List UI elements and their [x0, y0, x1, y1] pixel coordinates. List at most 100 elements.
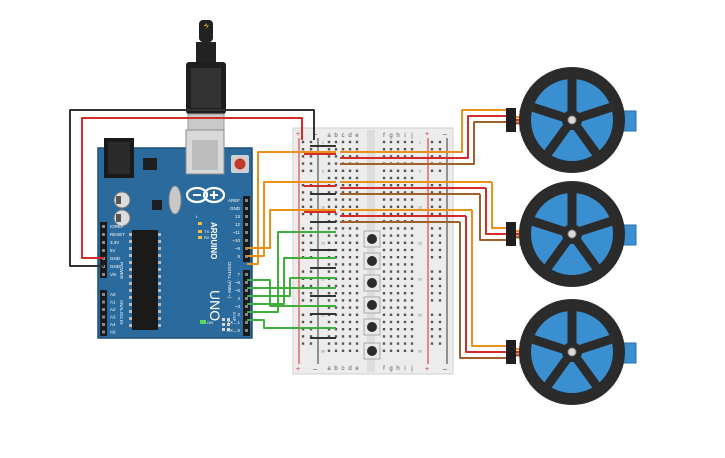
breadboard-hole	[355, 320, 359, 324]
breadboard-hole	[348, 191, 352, 194]
ic-pin	[158, 268, 161, 271]
breadboard-hole	[327, 306, 331, 309]
dc-barrel-inner	[108, 142, 130, 174]
ic-pin	[129, 233, 132, 236]
wire-gnd-black	[69, 109, 315, 267]
breadboard-hole	[341, 148, 345, 151]
rail-hole	[309, 234, 313, 237]
ic-pin	[158, 261, 161, 264]
rail-hole	[309, 320, 313, 324]
rail-hole	[430, 335, 434, 338]
rail-hole	[438, 248, 442, 252]
arduino-uno-board: ARDUINO UNO L TX RX ON ICSP AREFGND1312~…	[97, 129, 253, 339]
header-pin	[102, 323, 105, 326]
pushbutton-6[interactable]	[367, 346, 377, 356]
wire-servo1-power	[456, 115, 508, 159]
breadboard-hole	[382, 234, 386, 237]
pushbutton-2[interactable]	[367, 256, 377, 266]
l-label: L	[196, 214, 199, 219]
breadboard-hole	[334, 198, 338, 201]
header-pin	[245, 215, 248, 218]
rail-hole	[430, 212, 434, 216]
breadboard-hole	[341, 270, 345, 273]
breadboard-hole	[403, 342, 407, 345]
usb-plug-metal	[187, 113, 225, 133]
breadboard-hole	[334, 306, 338, 309]
rail-hole	[301, 140, 305, 144]
crystal-oscillator	[168, 185, 182, 215]
breadboard-hole	[410, 241, 414, 244]
wire-servo2-gnd	[479, 194, 508, 241]
breadboard-hole	[327, 292, 331, 295]
breadboard-hole	[327, 212, 331, 216]
breadboard-hole	[382, 198, 386, 201]
header-pin	[245, 207, 248, 210]
breadboard-hole	[334, 227, 338, 230]
breadboard-hole	[355, 299, 359, 302]
pushbutton-5[interactable]	[367, 322, 377, 332]
breadboard-hole	[389, 241, 393, 244]
breadboard-hole	[355, 292, 359, 295]
pin-label: A4	[110, 322, 116, 327]
servo-horn-screw	[567, 115, 577, 125]
rail-hole	[301, 162, 305, 165]
row-number-right: 25	[418, 313, 422, 317]
breadboard-hole	[355, 227, 359, 230]
breadboard-hole	[355, 284, 359, 288]
breadboard-hole	[389, 349, 393, 352]
header-pin	[245, 223, 248, 226]
breadboard-hole	[403, 148, 407, 151]
breadboard-hole	[389, 184, 393, 187]
pushbutton-1[interactable]	[367, 234, 377, 244]
ic-pin	[129, 261, 132, 264]
rail-hole	[438, 320, 442, 324]
icsp-pin	[227, 328, 230, 331]
ic-pin	[129, 268, 132, 271]
led-rx	[198, 236, 202, 239]
pin-label: ~3	[235, 304, 241, 309]
pin-label: 5V	[110, 248, 116, 253]
breadboard-hole	[355, 263, 359, 266]
row-number-left: 10	[321, 205, 325, 209]
breadboard-hole	[334, 191, 338, 194]
ic-pin	[129, 310, 132, 313]
ic-pin	[158, 282, 161, 285]
logo-minus-icon	[193, 194, 201, 196]
column-label-bottom: d	[348, 366, 351, 372]
rail-hole	[309, 191, 313, 194]
rail-hole	[430, 184, 434, 187]
reset-button[interactable]	[234, 158, 246, 170]
breadboard-hole	[348, 184, 352, 187]
column-label-bottom: b	[334, 366, 338, 372]
ic-pin	[129, 303, 132, 306]
row-number-left: 15	[321, 241, 325, 245]
breadboard-hole	[382, 313, 386, 316]
row-number-right: 1	[419, 141, 421, 145]
breadboard-hole	[355, 313, 359, 316]
breadboard-hole	[341, 349, 345, 352]
breadboard-holes	[301, 140, 442, 352]
header-pin	[245, 247, 248, 250]
breadboard-hole	[403, 176, 407, 180]
breadboard-hole	[348, 277, 352, 280]
digital-header-bottom	[243, 270, 250, 336]
breadboard-hole	[396, 270, 400, 273]
pin-label: A5	[110, 330, 116, 335]
breadboard-hole	[348, 292, 352, 295]
breadboard-hole	[355, 248, 359, 252]
breadboard-hole	[334, 176, 338, 180]
pushbutton-3[interactable]	[367, 278, 377, 288]
breadboard-hole	[348, 169, 352, 172]
header-pin	[245, 281, 248, 284]
wire-servo2-signal	[491, 182, 508, 229]
pushbutton-4[interactable]	[367, 300, 377, 310]
breadboard-hole	[348, 320, 352, 324]
header-pin	[245, 329, 248, 332]
pin-label: ~11	[233, 230, 241, 235]
breadboard-hole	[410, 313, 414, 316]
breadboard-hole	[341, 212, 345, 216]
breadboard-hole	[396, 320, 400, 324]
rail-hole	[438, 342, 442, 345]
